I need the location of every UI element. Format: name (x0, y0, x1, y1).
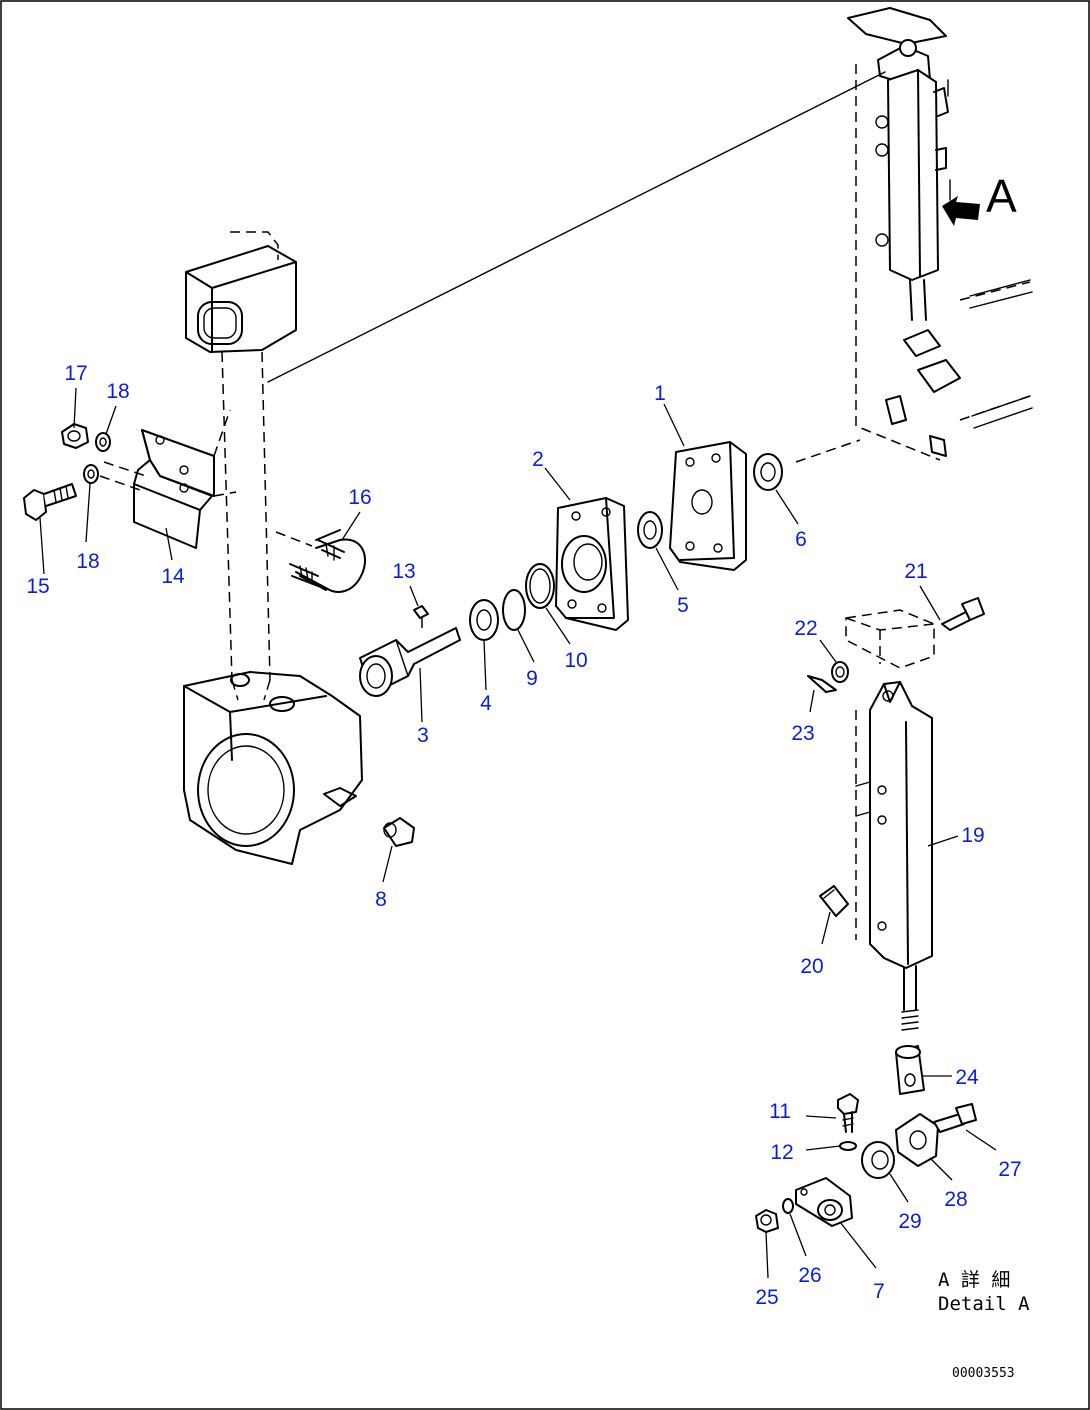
callout-14: 14 (161, 565, 185, 588)
callout-11: 11 (769, 1100, 791, 1123)
callout-1: 1 (654, 382, 666, 405)
callout-24: 24 (955, 1066, 979, 1089)
joint-part-28 (895, 1113, 939, 1167)
washer-part-18-upper (95, 432, 111, 452)
callout-4: 4 (480, 692, 492, 715)
rod-part-19 (901, 965, 919, 1031)
view-arrow-a (942, 196, 980, 226)
callout-10: 10 (564, 649, 587, 672)
bearing-part-5 (637, 511, 663, 549)
cylinder-part-19 (855, 681, 933, 969)
plug-part-8 (383, 817, 415, 847)
leader-lines (39, 387, 997, 1279)
bushing-part-6 (753, 453, 783, 491)
callout-29: 29 (898, 1210, 921, 1233)
ring-part-10 (525, 563, 555, 609)
washer-part-12 (839, 1141, 857, 1151)
callout-5: 5 (677, 594, 689, 617)
callout-19: 19 (961, 824, 984, 847)
upper-cylinder-assembly (847, 7, 1033, 461)
callout-9: 9 (526, 667, 538, 690)
callout-18-lower: 18 (76, 550, 99, 573)
callout-6: 6 (795, 528, 807, 551)
lever-part-7 (795, 1177, 853, 1227)
guide-dash-6 (795, 439, 861, 463)
guide-line (267, 71, 886, 383)
bracket-part-21-block (845, 609, 935, 669)
nut-part-25 (755, 1209, 779, 1233)
callout-27: 27 (998, 1158, 1021, 1181)
bolt-part-21 (941, 597, 985, 631)
callout-labels: 1 2 3 4 5 6 7 8 9 10 11 12 13 14 15 16 1… (26, 362, 1021, 1309)
steering-housing (183, 671, 363, 865)
nut-part-17 (61, 423, 89, 449)
bolt-part-27 (933, 1103, 977, 1133)
callout-13: 13 (392, 560, 415, 583)
washer-part-18-lower (83, 464, 99, 484)
callout-12: 12 (770, 1141, 793, 1164)
cotter-pin-part-23 (807, 675, 837, 693)
callout-28: 28 (944, 1188, 967, 1211)
steering-pillar (185, 231, 297, 701)
hose-part-16 (275, 529, 367, 593)
callout-25: 25 (755, 1286, 778, 1309)
flange-plate-part-2 (555, 497, 629, 631)
callout-20: 20 (800, 955, 823, 978)
callout-7: 7 (873, 1280, 885, 1303)
callout-21: 21 (904, 560, 927, 583)
callout-3: 3 (417, 724, 429, 747)
callout-26: 26 (798, 1264, 821, 1287)
shaft-part-3 (359, 627, 461, 697)
washer-part-22 (831, 661, 849, 683)
callout-18-upper: 18 (106, 380, 129, 403)
grease-fitting-part-20 (819, 885, 849, 917)
detail-label-jp: A 詳 細 (938, 1269, 1010, 1291)
washer-part-26 (782, 1198, 794, 1214)
drawing-number: 00003553 (952, 1366, 1015, 1381)
detail-label-en: Detail A (938, 1293, 1030, 1315)
view-letter-a: A (986, 170, 1017, 222)
bracket-part-14 (99, 409, 237, 549)
clevis-part-24 (895, 1045, 925, 1095)
bearing-part-4 (469, 599, 499, 641)
callout-17: 17 (64, 362, 87, 385)
callout-15: 15 (26, 575, 49, 598)
callout-22: 22 (794, 617, 817, 640)
seal-part-9 (502, 589, 526, 631)
bolt-part-15 (23, 483, 77, 521)
callout-16: 16 (348, 486, 371, 509)
pin-part-13 (413, 605, 429, 630)
bushing-part-29 (861, 1141, 895, 1179)
bolt-part-11 (837, 1093, 859, 1133)
callout-2: 2 (532, 448, 544, 471)
callout-8: 8 (375, 888, 387, 911)
cover-plate-part-1 (669, 441, 747, 571)
callout-23: 23 (791, 722, 814, 745)
